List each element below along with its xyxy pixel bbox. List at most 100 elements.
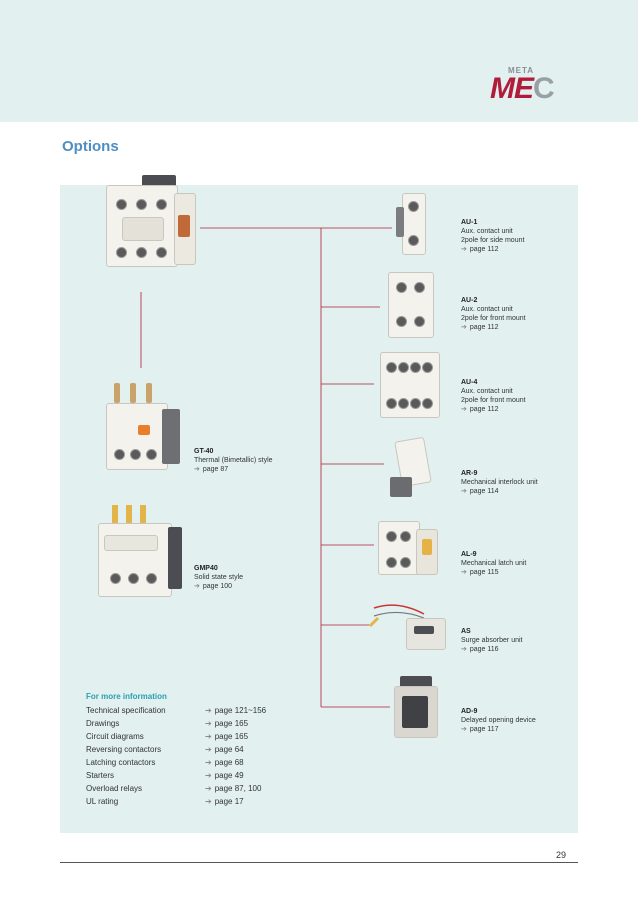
right-arrow-icon: ➔ <box>461 406 467 413</box>
page-title: Options <box>62 138 119 155</box>
info-page-technical-specification[interactable]: ➔page 121~156 <box>205 706 266 715</box>
au2-label: AU-2 Aux. contact unit 2pole for front m… <box>461 296 526 332</box>
au4-page-ref[interactable]: ➔page 112 <box>461 405 526 414</box>
logo-meta-text: META <box>508 66 535 75</box>
right-arrow-icon: ➔ <box>194 466 200 473</box>
info-page-text: page 165 <box>214 719 249 728</box>
right-arrow-icon: ➔ <box>205 745 212 754</box>
gt40-page-ref[interactable]: ➔page 87 <box>194 465 273 474</box>
ar9-code: AR-9 <box>461 470 478 477</box>
info-label-circuit-diagrams: Circuit diagrams <box>86 732 144 741</box>
info-label-reversing-contactors: Reversing contactors <box>86 745 162 754</box>
info-label-overload-relays: Overload relays <box>86 784 143 793</box>
au1-page-ref[interactable]: ➔page 112 <box>461 245 524 254</box>
gmp40-page: page 100 <box>202 583 233 590</box>
gt40-code: GT-40 <box>194 448 214 455</box>
ar9-page-ref[interactable]: ➔page 114 <box>461 487 538 496</box>
au1-image <box>396 193 430 255</box>
logo-mec-c: C <box>533 72 555 105</box>
right-arrow-icon: ➔ <box>461 726 467 733</box>
au1-page: page 112 <box>469 246 499 253</box>
ar9-label: AR-9 Mechanical interlock unit ➔page 114 <box>461 469 538 496</box>
au2-desc-1: Aux. contact unit <box>461 306 513 313</box>
au2-code: AU-2 <box>461 297 478 304</box>
ad9-desc: Delayed opening device <box>461 717 536 724</box>
right-arrow-icon: ➔ <box>205 784 212 793</box>
info-page-reversing-contactors[interactable]: ➔page 64 <box>205 745 244 754</box>
ad9-code: AD-9 <box>461 708 478 715</box>
right-arrow-icon: ➔ <box>194 583 200 590</box>
ad9-label: AD-9 Delayed opening device ➔page 117 <box>461 707 536 734</box>
ar9-desc: Mechanical interlock unit <box>461 479 538 486</box>
info-page-starters[interactable]: ➔page 49 <box>205 771 244 780</box>
info-label-latching-contactors: Latching contactors <box>86 758 156 767</box>
info-page-text: page 17 <box>214 797 244 806</box>
info-label-starters: Starters <box>86 771 115 780</box>
right-arrow-icon: ➔ <box>205 797 212 806</box>
as-page-ref[interactable]: ➔page 116 <box>461 645 522 654</box>
info-label-technical-specification: Technical specification <box>86 706 166 715</box>
right-arrow-icon: ➔ <box>205 758 212 767</box>
right-arrow-icon: ➔ <box>461 488 467 495</box>
gmp40-page-ref[interactable]: ➔page 100 <box>194 582 243 591</box>
right-arrow-icon: ➔ <box>461 324 467 331</box>
info-page-text: page 87, 100 <box>214 784 262 793</box>
al9-page-ref[interactable]: ➔page 115 <box>461 568 526 577</box>
al9-label: AL-9 Mechanical latch unit ➔page 115 <box>461 550 526 577</box>
right-arrow-icon: ➔ <box>205 719 212 728</box>
au1-code: AU-1 <box>461 219 478 226</box>
as-label: AS Surge absorber unit ➔page 116 <box>461 627 522 654</box>
meta-mec-logo: META MEC <box>488 66 580 106</box>
info-page-text: page 121~156 <box>214 706 267 715</box>
as-code: AS <box>461 628 471 635</box>
al9-desc: Mechanical latch unit <box>461 560 527 567</box>
info-label-ul-rating: UL rating <box>86 797 119 806</box>
options-panel <box>60 185 578 833</box>
gt40-label: GT-40 Thermal (Bimetallic) style ➔page 8… <box>194 447 273 474</box>
ad9-page-ref[interactable]: ➔page 117 <box>461 725 536 734</box>
right-arrow-icon: ➔ <box>461 569 467 576</box>
gmp40-desc: Solid state style <box>194 574 244 581</box>
al9-code: AL-9 <box>461 551 477 558</box>
au4-code: AU-4 <box>461 379 478 386</box>
right-arrow-icon: ➔ <box>205 771 212 780</box>
info-page-latching-contactors[interactable]: ➔page 68 <box>205 758 244 767</box>
as-image <box>368 596 448 656</box>
au2-page-ref[interactable]: ➔page 112 <box>461 323 526 332</box>
au2-page: page 112 <box>469 324 499 331</box>
info-page-text: page 165 <box>214 732 249 741</box>
gt40-relay-image <box>100 383 185 473</box>
ar9-page: page 114 <box>469 488 499 495</box>
au1-desc-2: 2pole for side mount <box>461 237 525 244</box>
info-page-overload-relays[interactable]: ➔page 87, 100 <box>205 784 261 793</box>
gt40-page: page 87 <box>202 466 229 473</box>
info-page-circuit-diagrams[interactable]: ➔page 165 <box>205 732 248 741</box>
header-band <box>0 0 638 122</box>
au1-label: AU-1 Aux. contact unit 2pole for side mo… <box>461 218 524 254</box>
more-info-title: For more information <box>86 692 167 701</box>
au2-image <box>386 272 436 338</box>
info-page-drawings[interactable]: ➔page 165 <box>205 719 248 728</box>
as-desc: Surge absorber unit <box>461 637 523 644</box>
page-number: 29 <box>556 850 567 860</box>
al9-page: page 115 <box>469 569 499 576</box>
ad9-image <box>392 676 440 738</box>
logo-mec-main: ME <box>490 72 534 105</box>
ad9-page: page 117 <box>469 726 499 733</box>
gmp40-label: GMP40 Solid state style ➔page 100 <box>194 564 243 591</box>
gt40-desc: Thermal (Bimetallic) style <box>194 457 273 464</box>
au4-desc-1: Aux. contact unit <box>461 388 513 395</box>
gmp40-code: GMP40 <box>194 565 218 572</box>
info-page-text: page 68 <box>214 758 244 767</box>
right-arrow-icon: ➔ <box>205 706 212 715</box>
as-page: page 116 <box>469 646 499 653</box>
info-page-ul-rating[interactable]: ➔page 17 <box>205 797 244 806</box>
right-arrow-icon: ➔ <box>461 246 467 253</box>
au4-desc-2: 2pole for front mount <box>461 397 526 404</box>
gmp40-relay-image <box>94 505 186 600</box>
au4-image <box>378 352 440 418</box>
au2-desc-2: 2pole for front mount <box>461 315 526 322</box>
ar9-image <box>388 435 434 499</box>
au4-label: AU-4 Aux. contact unit 2pole for front m… <box>461 378 526 414</box>
